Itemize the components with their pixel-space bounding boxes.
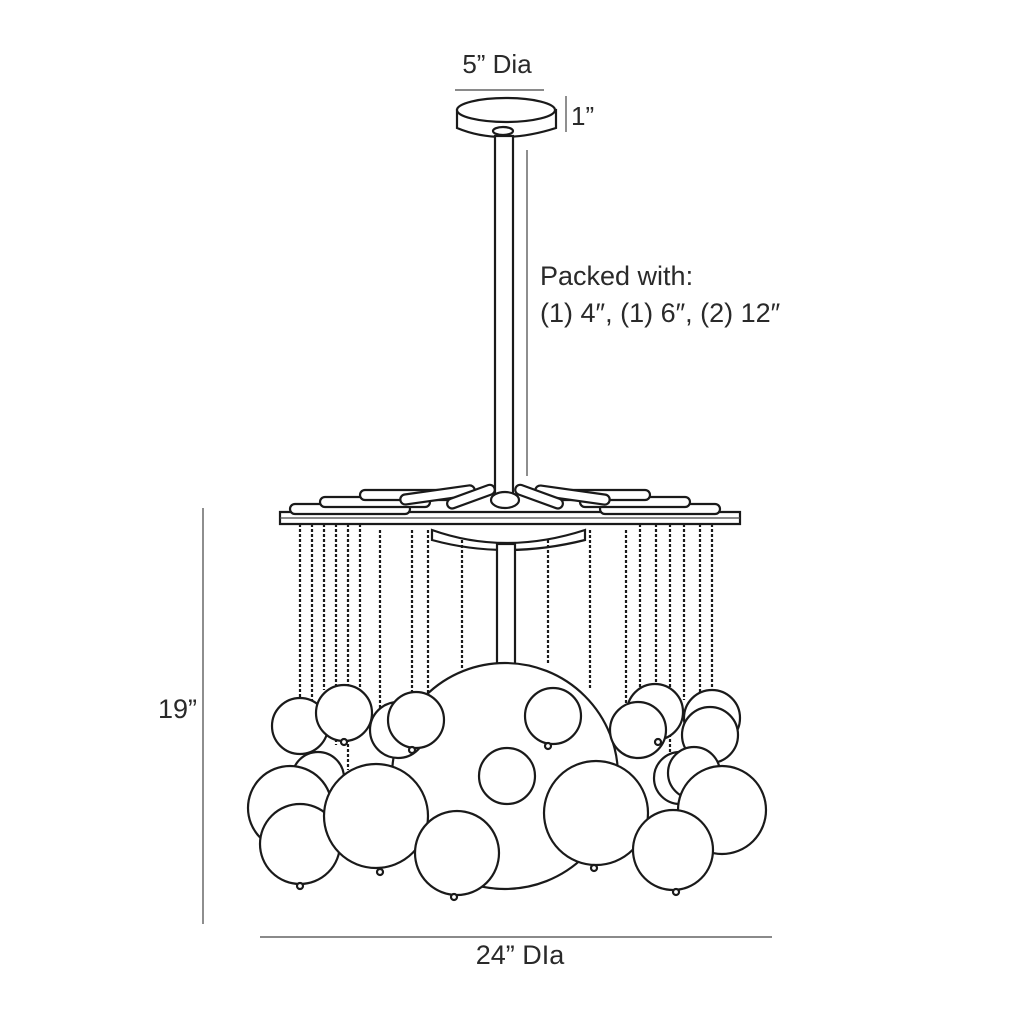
down-rod xyxy=(493,134,515,498)
canopy xyxy=(455,96,558,139)
globe xyxy=(608,700,668,760)
packed-with-label: Packed with: xyxy=(540,261,693,291)
globe xyxy=(523,686,583,746)
rod-sizes-label: (1) 4″, (1) 6″, (2) 12″ xyxy=(540,298,781,328)
canopy-height-label: 1” xyxy=(571,101,594,131)
overall-height-label: 19” xyxy=(158,694,197,724)
canopy-diameter-label: 5” Dia xyxy=(462,49,532,79)
starburst-frame xyxy=(278,483,742,676)
overall-diameter-label: 24” DIa xyxy=(476,940,566,970)
globe xyxy=(413,809,501,897)
globe xyxy=(631,808,715,892)
globe xyxy=(322,762,430,870)
globe xyxy=(314,683,374,743)
glass-globes xyxy=(246,661,768,902)
globe xyxy=(477,746,537,806)
globe xyxy=(386,690,446,750)
